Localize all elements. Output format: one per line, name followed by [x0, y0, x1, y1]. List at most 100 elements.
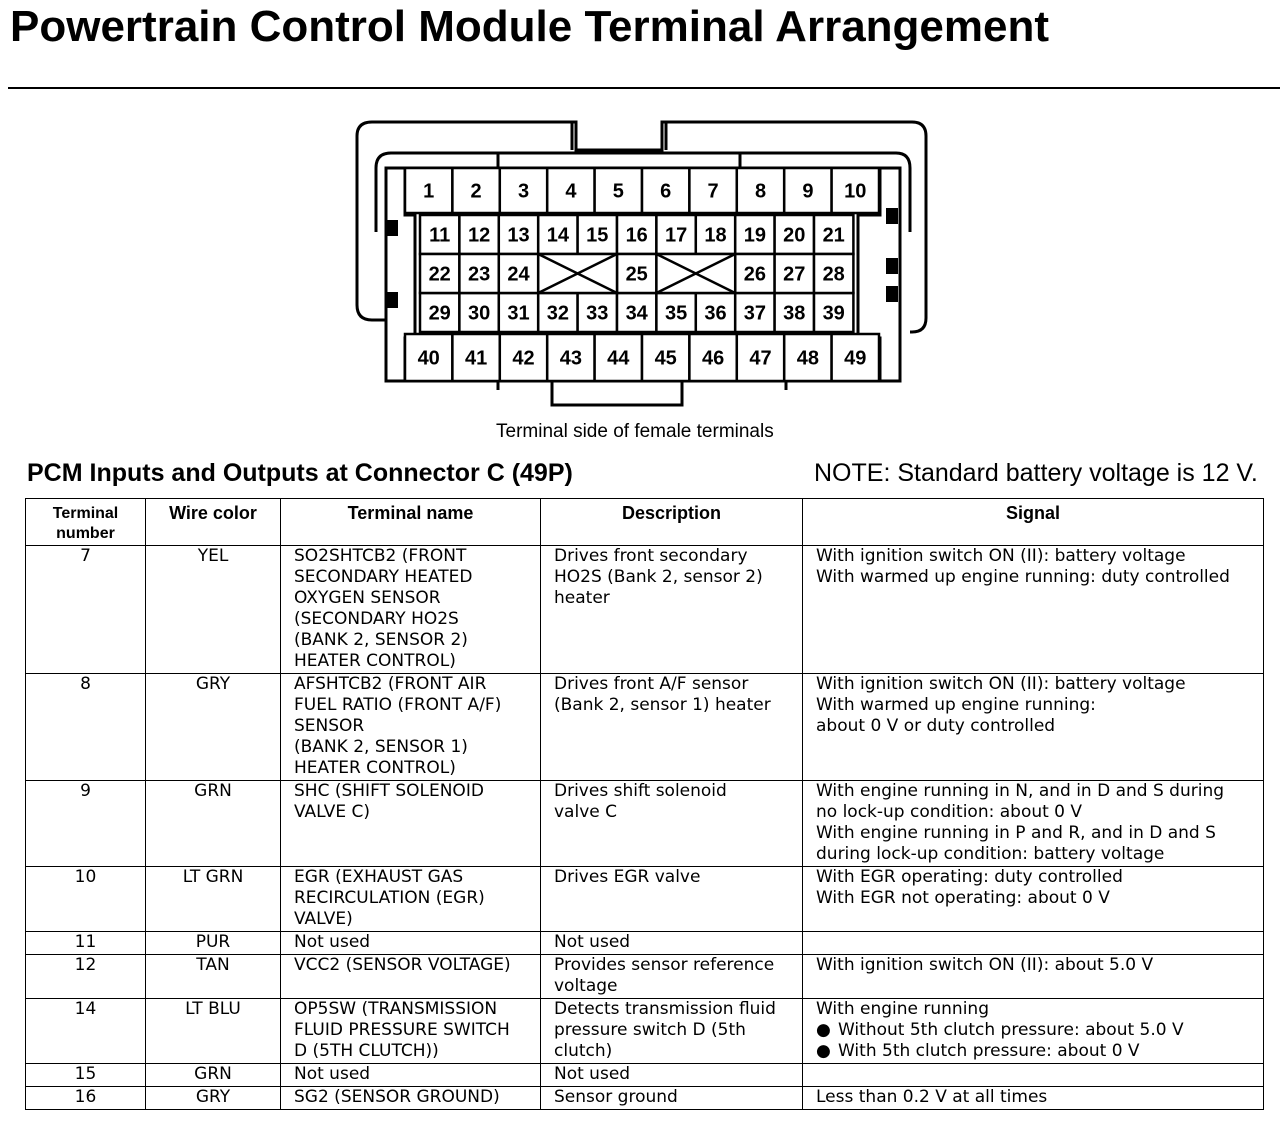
terminal-label: 35 [665, 303, 687, 325]
wire-color-cell: LT BLU [145, 998, 281, 1064]
terminal-label: 36 [704, 303, 726, 325]
description-cell: Not used [540, 1063, 803, 1087]
terminal-label: 34 [626, 303, 649, 325]
terminal-label: 19 [744, 225, 766, 247]
signal-cell: Less than 0.2 V at all times [802, 1086, 1264, 1110]
terminal-name-cell: SG2 (SENSOR GROUND) [280, 1086, 541, 1110]
terminal-cell [497, 291, 540, 334]
description-cell: Not used [540, 931, 803, 955]
terminal-label: 49 [844, 348, 866, 370]
terminal-cell [782, 332, 833, 383]
terminal-label: 2 [471, 181, 482, 203]
terminal-name-cell: Not used [280, 1063, 541, 1087]
terminal-cell [498, 332, 549, 383]
terminal-label: 31 [507, 303, 529, 325]
header-terminal-number: Terminal number [25, 498, 146, 546]
header-description: Description [540, 498, 803, 546]
terminal-cell [812, 291, 855, 334]
terminal-cell [497, 213, 540, 256]
terminal-label: 46 [702, 348, 724, 370]
terminal-label: 7 [708, 181, 719, 203]
terminal-name-cell: VCC2 (SENSOR VOLTAGE) [280, 954, 541, 999]
terminal-label: 48 [797, 348, 819, 370]
terminal-cell [593, 166, 644, 215]
wire-color-cell: GRN [145, 1063, 281, 1087]
terminal-number-cell: 7 [25, 545, 146, 674]
terminal-cell [735, 166, 786, 215]
battery-voltage-note: NOTE: Standard battery voltage is 12 V. [814, 459, 1258, 487]
wire-color-cell: GRN [145, 780, 281, 867]
terminal-number-cell: 15 [25, 1063, 146, 1087]
terminal-label: 29 [429, 303, 451, 325]
bullet-icon: ● [816, 1020, 831, 1040]
terminal-label: 6 [660, 181, 671, 203]
terminal-cell [688, 166, 739, 215]
terminal-cell [688, 332, 739, 383]
signal-cell: With engine running in N, and in D and S… [802, 780, 1264, 867]
connector-latches [386, 208, 898, 308]
terminal-cell [812, 252, 855, 295]
title-divider [8, 87, 1280, 89]
wire-color-cell: TAN [145, 954, 281, 999]
table-header-row: Terminal number Wire color Terminal name… [25, 498, 1264, 546]
terminal-label: 27 [783, 264, 805, 286]
terminal-label: 24 [507, 264, 530, 286]
terminal-label: 25 [626, 264, 648, 286]
terminal-label: 42 [512, 348, 534, 370]
terminal-cell [773, 252, 816, 295]
terminal-label: 12 [468, 225, 490, 247]
bullet-icon: ● [816, 1041, 831, 1061]
terminal-cell [773, 213, 816, 256]
terminal-label: 45 [655, 348, 677, 370]
terminal-number-cell: 10 [25, 866, 146, 932]
terminal-label: 15 [586, 225, 608, 247]
terminal-number-cell: 16 [25, 1086, 146, 1110]
terminal-cell [640, 166, 691, 215]
terminal-number-cell: 9 [25, 780, 146, 867]
terminal-label: 20 [783, 225, 805, 247]
terminal-cell [830, 332, 881, 383]
blocked-cavity-mark [537, 252, 618, 295]
terminal-label: 28 [823, 264, 845, 286]
signal-cell: With ignition switch ON (II): battery vo… [802, 673, 1264, 781]
terminal-label: 44 [607, 348, 630, 370]
signal-cell [802, 931, 1264, 955]
terminal-label: 41 [465, 348, 487, 370]
header-signal: Signal [802, 498, 1264, 546]
signal-cell: With engine running●Without 5th clutch p… [802, 998, 1264, 1064]
terminal-label: 39 [823, 303, 845, 325]
signal-bullet-item: ●Without 5th clutch pressure: about 5.0 … [816, 1020, 1184, 1040]
terminal-cell [694, 291, 737, 334]
terminal-cell [418, 291, 461, 334]
terminal-label: 43 [560, 348, 582, 370]
terminal-label: 1 [423, 181, 434, 203]
terminal-label: 38 [783, 303, 805, 325]
terminal-label: 22 [429, 264, 451, 286]
terminal-label: 13 [507, 225, 529, 247]
terminal-cell [576, 291, 619, 334]
terminal-label: 9 [802, 181, 813, 203]
terminal-label: 17 [665, 225, 687, 247]
header-wire-color: Wire color [145, 498, 281, 546]
signal-cell [802, 1063, 1264, 1087]
terminal-label: 21 [823, 225, 845, 247]
terminal-label: 16 [626, 225, 648, 247]
terminal-cell [545, 332, 596, 383]
terminal-label: 40 [418, 348, 440, 370]
terminal-label: 18 [704, 225, 726, 247]
terminal-label: 3 [518, 181, 529, 203]
terminal-cell [640, 332, 691, 383]
terminal-cell [733, 291, 776, 334]
terminal-cell [458, 213, 501, 256]
wire-color-cell: YEL [145, 545, 281, 674]
